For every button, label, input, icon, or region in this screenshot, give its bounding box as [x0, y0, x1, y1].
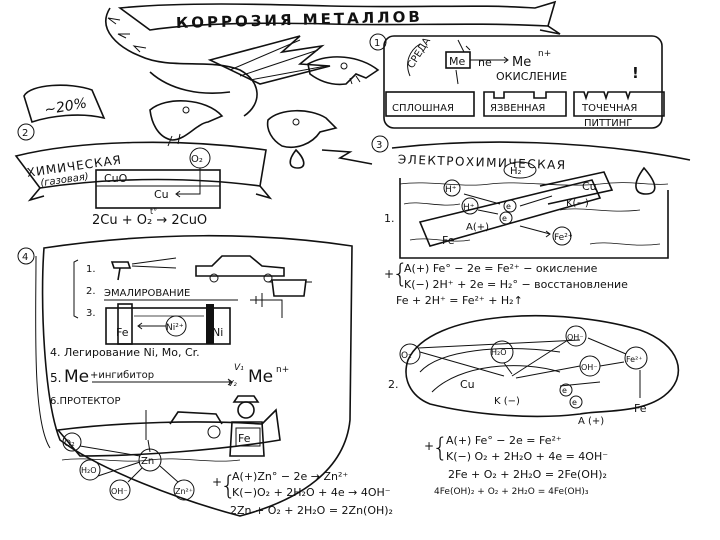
section-4-protection: 4 1. 2. 3. ЭМАЛИРОВАНИЕ Fe Ni Ni²⁺ 4. Ле…	[17, 234, 393, 517]
plus-sign-2: +	[424, 439, 434, 453]
oxygen-2: O₂	[401, 351, 412, 361]
ship-iron: Fe	[238, 432, 251, 445]
metal-ion: Me	[512, 55, 531, 70]
corrosion-type-pitting: ТОЧЕЧНАЯ	[581, 103, 637, 114]
inhibitor-metal: Me	[64, 367, 89, 387]
environment-label: СРЕДА	[406, 36, 433, 71]
page-title: КОРРОЗИЯ МЕТАЛЛОВ	[176, 8, 423, 32]
case-2-equation-4: 4Fe(OH)₂ + O₂ + 2H₂O = 4Fe(OH)₃	[434, 487, 589, 497]
iron-item: Fe	[116, 326, 129, 339]
chemical-equation: 2Cu + O₂ → 2CuO	[92, 213, 207, 228]
brace-1: {	[392, 259, 409, 289]
hydroxide-1: OH⁻	[567, 333, 584, 342]
electron-3: e	[562, 386, 567, 395]
section-3-electrochemical: 3 ЭЛЕКТРОХИМИЧЕСКАЯ 1. H₂ H⁺ H⁺ e e Cu K…	[371, 135, 691, 497]
iron-anode-1: Fe	[442, 234, 455, 247]
iron-2: Fe	[634, 402, 647, 415]
h-ion-2: H⁺	[463, 203, 475, 213]
h-ion-1: H⁺	[445, 185, 457, 195]
method-1: 1.	[86, 264, 96, 275]
section-4-number: 4	[22, 252, 28, 263]
pitting-label: ПИТТИНГ	[584, 118, 632, 129]
fe-ion-2: Fe²⁺	[626, 355, 643, 364]
zinc-protector: Zn	[141, 456, 154, 467]
plus-sign-3: +	[212, 475, 222, 489]
section-1-corrosion-types: 1 СРЕДА Me ne Me n+ ОКИСЛЕНИЕ ! СПЛОШНАЯ…	[369, 33, 665, 129]
case-1-equation-3: Fe + 2H⁺ = Fe²⁺ + H₂↑	[396, 294, 523, 307]
oxidation-label: ОКИСЛЕНИЕ	[496, 70, 567, 83]
electrons-label: ne	[478, 56, 492, 69]
case-1-equation-2: K(−) 2H⁺ + 2e = H₂° − восстановление	[404, 278, 628, 291]
method-3: 3.	[86, 308, 96, 319]
electron-4: e	[572, 398, 577, 407]
section-2-number: 2	[22, 128, 28, 139]
copper-layer: Cu	[154, 188, 169, 201]
h2-gas: H₂	[510, 166, 522, 177]
electron-1: e	[506, 202, 511, 211]
inhibitor-label: +ингибитор	[90, 370, 154, 381]
inhibitor-rate-2: V₂	[228, 379, 237, 388]
alloying-line: 4. Легирование Ni, Mo, Cr.	[50, 346, 200, 359]
inhibitor-number: 5.	[50, 371, 61, 385]
copper-oxide-layer: CuO	[104, 172, 128, 185]
anode-1: A(+)	[466, 222, 489, 233]
protector-equation-1: A(+)Zn° − 2e → Zn²⁺	[232, 470, 348, 483]
oxygen-molecule: O₂	[191, 154, 203, 165]
oxygen-3: O₂	[64, 439, 75, 449]
hydroxide-2: OH⁻	[581, 363, 598, 372]
electron-2: e	[502, 214, 507, 223]
fe-ion-1: Fe²⁺	[554, 233, 573, 243]
water-2: H₂O	[491, 348, 507, 357]
section-2-chemical: 2 ХИМИЧЕСКАЯ (газовая) CuO Cu O₂ t° 2Cu …	[14, 123, 273, 228]
metal-symbol: Me	[449, 55, 465, 68]
inhibitor-rate-1: V₁	[234, 363, 244, 373]
brace-2: {	[432, 433, 449, 463]
case-1-equation-1: A(+) Fe° − 2e = Fe²⁺ − окисление	[404, 262, 598, 275]
brace-3: {	[220, 471, 237, 501]
method-2: 2.	[86, 286, 96, 297]
cathode-1: K(−)	[566, 198, 589, 209]
cathode-2: K (−)	[494, 396, 520, 407]
plus-sign-1: +	[384, 267, 394, 281]
case-2-number: 2.	[388, 378, 399, 391]
anode-2: A (+)	[578, 416, 604, 427]
corrosion-type-uniform: СПЛОШНАЯ	[392, 103, 454, 114]
water-3: H₂O	[81, 466, 97, 475]
title-banner: КОРРОЗИЯ МЕТАЛЛОВ	[117, 0, 561, 35]
case-2-equation-3: 2Fe + O₂ + 2H₂O = 2Fe(OH)₂	[448, 468, 607, 481]
corrosion-type-ulcer: ЯЗВЕННАЯ	[490, 103, 545, 114]
dragon-illustration: ~20%	[23, 7, 380, 169]
hydroxide-3: OH⁻	[111, 487, 128, 496]
case-1-number: 1.	[384, 212, 395, 225]
exclamation-mark: !	[632, 64, 639, 82]
case-2-equation-1: A(+) Fe° − 2e = Fe²⁺	[446, 434, 562, 447]
electrochemical-title: ЭЛЕКТРОХИМИЧЕСКАЯ	[398, 152, 567, 172]
nickel-ion: Ni²⁺	[166, 323, 184, 333]
inhibitor-ion-charge: n+	[276, 365, 289, 375]
protector-equation-3: 2Zn + O₂ + 2H₂O = 2Zn(OH)₂	[230, 504, 393, 517]
enamel-label: ЭМАЛИРОВАНИЕ	[104, 288, 190, 299]
banner-percent: ~20%	[43, 95, 88, 118]
inhibitor-ion: Me	[248, 367, 273, 387]
protector-label: 6.ПРОТЕКТОР	[50, 396, 121, 407]
protector-equation-2: K(−)O₂ + 2H₂O + 4e → 4OH⁻	[232, 486, 391, 499]
case-2-equation-2: K(−) O₂ + 2H₂O + 4e = 4OH⁻	[446, 450, 608, 463]
section-1-number: 1	[374, 38, 380, 49]
nickel-anode: Ni	[212, 326, 223, 339]
temperature-mark: t°	[150, 207, 157, 216]
copper-cathode-2: Cu	[460, 378, 475, 391]
zinc-ion: Zn²⁺	[175, 487, 193, 496]
section-3-number: 3	[376, 140, 382, 151]
copper-cathode-material: Cu	[582, 180, 597, 193]
metal-ion-charge: n+	[538, 49, 551, 59]
